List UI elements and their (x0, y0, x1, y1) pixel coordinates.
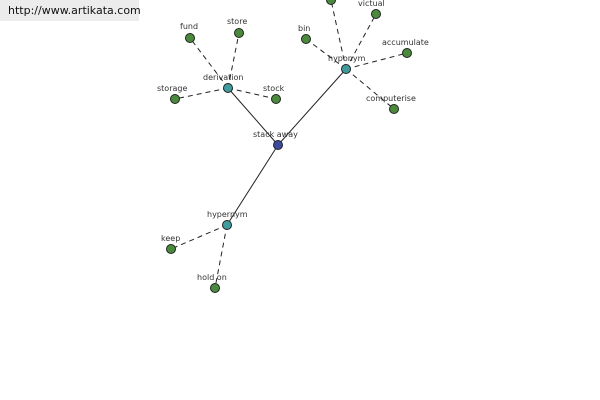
site-url[interactable]: http://www.artikata.com (8, 4, 141, 17)
edge-center-hypernym (226, 144, 279, 226)
label-victual[interactable]: victual (358, 0, 385, 8)
edge-hyponym-offscreen (330, 0, 347, 70)
edge-hyponym-computerise (345, 68, 395, 110)
label-derivation[interactable]: derivation (203, 73, 243, 82)
node-hold-on[interactable] (210, 283, 220, 293)
label-computerise[interactable]: computerise (366, 94, 416, 103)
node-store[interactable] (234, 28, 244, 38)
node-keep[interactable] (166, 244, 176, 254)
node-victual[interactable] (371, 9, 381, 19)
edge-hyponym-victual (345, 13, 377, 70)
edge-hypernym-hold-on (214, 224, 228, 289)
label-center[interactable]: stack away (253, 130, 298, 139)
label-accumulate[interactable]: accumulate (382, 38, 429, 47)
edge-center-hyponym (277, 68, 347, 146)
label-storage[interactable]: storage (157, 84, 187, 93)
node-hypernym[interactable] (222, 220, 232, 230)
edges (170, 0, 408, 289)
label-keep[interactable]: keep (161, 234, 180, 243)
label-hypernym[interactable]: hypernym (207, 210, 248, 219)
node-derivation[interactable] (223, 83, 233, 93)
nodes (166, 0, 412, 293)
node-fund[interactable] (185, 33, 195, 43)
edge-hypernym-keep (170, 224, 228, 250)
node-offscreen[interactable] (326, 0, 336, 5)
label-stock[interactable]: stock (263, 84, 285, 93)
label-fund[interactable]: fund (180, 22, 198, 31)
edge-hyponym-accumulate (345, 52, 408, 70)
node-center[interactable] (273, 140, 283, 150)
url-bar: http://www.artikata.com (0, 0, 141, 21)
node-hyponym[interactable] (341, 64, 351, 74)
edge-derivation-fund (189, 37, 229, 89)
edge-derivation-storage (174, 87, 229, 100)
node-bin[interactable] (301, 34, 311, 44)
node-accumulate[interactable] (402, 48, 412, 58)
label-bin[interactable]: bin (298, 24, 310, 33)
labels: victual accumulate bin hyponym computeri… (157, 0, 429, 282)
edge-derivation-store (227, 32, 240, 89)
label-hyponym[interactable]: hyponym (328, 54, 366, 63)
label-store[interactable]: store (227, 17, 247, 26)
node-stock[interactable] (271, 94, 281, 104)
label-hold-on[interactable]: hold on (197, 273, 227, 282)
node-computerise[interactable] (389, 104, 399, 114)
node-storage[interactable] (170, 94, 180, 104)
edge-center-derivation (227, 87, 279, 146)
